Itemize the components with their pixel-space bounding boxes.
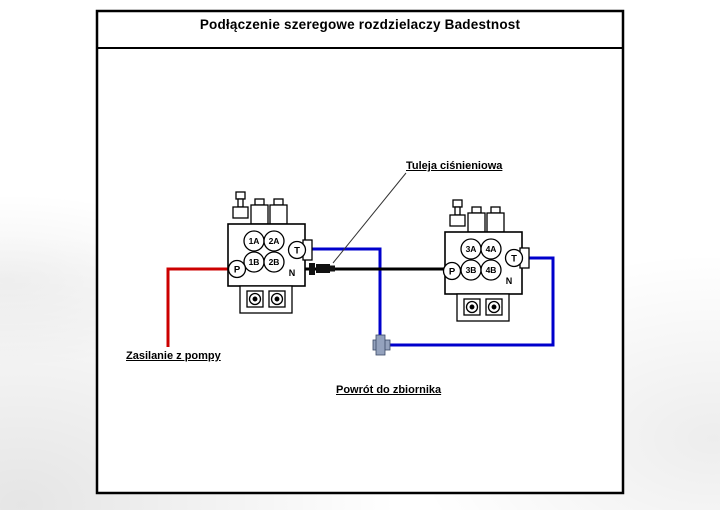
- pressure-sleeve-collar: [309, 263, 315, 275]
- valve-left-bolt-dot-2: [274, 296, 280, 302]
- port-label-p-right: P: [449, 267, 456, 278]
- valve-left-port-2b-circle: [263, 251, 285, 273]
- return-line-right: [389, 256, 555, 347]
- valve-right-port-p-circle: [442, 261, 462, 281]
- valve-right-lever-base: [449, 214, 466, 227]
- port-label-1b: 1B: [249, 257, 260, 267]
- valve-left-port-t-circle: [287, 240, 307, 260]
- valve-left-bolt-dot-1: [252, 296, 258, 302]
- pressure-sleeve-body: [316, 264, 330, 273]
- leader-line-pressure-sleeve: [332, 172, 407, 264]
- valve-right-port-4b-circle: [480, 259, 502, 281]
- pressure-sleeve-nipple: [330, 265, 335, 272]
- port-label-1a: 1A: [249, 236, 260, 246]
- valve-left-port-2a-circle: [263, 230, 285, 252]
- page-title: Podłączenie szeregowe rozdzielaczy Bades…: [199, 17, 521, 32]
- valve-right-labels: 3A 4A 3B 4B P T N: [449, 244, 517, 286]
- port-label-p-left: P: [234, 265, 241, 276]
- valve-left-labels: 1A 2A 1B 2B P T N: [234, 236, 300, 278]
- port-label-n-right: N: [506, 276, 513, 286]
- valve-right-cap-top-2: [490, 206, 501, 214]
- label-pressure-sleeve: Tuleja ciśnieniowa: [406, 160, 503, 172]
- port-label-4a: 4A: [486, 244, 497, 254]
- valve-left-port-p-circle: [227, 259, 247, 279]
- port-label-n-left: N: [289, 268, 296, 278]
- tee-fitting-stem: [375, 334, 386, 356]
- valve-left-lever-base: [232, 206, 249, 219]
- valve-right-cap-1: [467, 212, 486, 233]
- port-label-2b: 2B: [269, 257, 280, 267]
- port-label-t-right: T: [511, 254, 517, 265]
- valve-right-bolt-dot-1: [469, 304, 475, 310]
- valve-left-cap-1: [250, 204, 269, 225]
- valve-left-lever-knob: [235, 191, 246, 200]
- return-line-left: [312, 247, 382, 341]
- valve-right: [442, 199, 530, 322]
- valve-right-port-4a-circle: [480, 238, 502, 260]
- valve-right-lever-knob: [452, 199, 463, 208]
- pressure-sleeve-fitting: [309, 263, 335, 275]
- valve-right-port-t-circle: [504, 248, 524, 268]
- valve-left-cap-top-1: [254, 198, 265, 206]
- port-label-4b: 4B: [486, 265, 497, 275]
- label-pump-supply: Zasilanie z pompy: [126, 350, 221, 362]
- port-label-t-left: T: [294, 246, 300, 257]
- valve-right-cap-2: [486, 212, 505, 233]
- valve-right-lever-stem: [454, 206, 461, 216]
- diagram-frame: [95, 9, 625, 495]
- valve-left-cap-2: [269, 204, 288, 225]
- valve-left-cap-top-2: [273, 198, 284, 206]
- valve-right-cap-top-1: [471, 206, 482, 214]
- label-tank-return: Powrót do zbiornika: [336, 384, 442, 396]
- port-label-3b: 3B: [466, 265, 477, 275]
- port-label-3a: 3A: [466, 244, 477, 254]
- valve-right-bolt-dot-2: [491, 304, 497, 310]
- valve-left: [227, 191, 313, 314]
- port-label-2a: 2A: [269, 236, 280, 246]
- tee-fitting: [372, 334, 391, 356]
- valve-left-lever-stem: [237, 198, 244, 208]
- pump-supply-line: [166, 267, 228, 347]
